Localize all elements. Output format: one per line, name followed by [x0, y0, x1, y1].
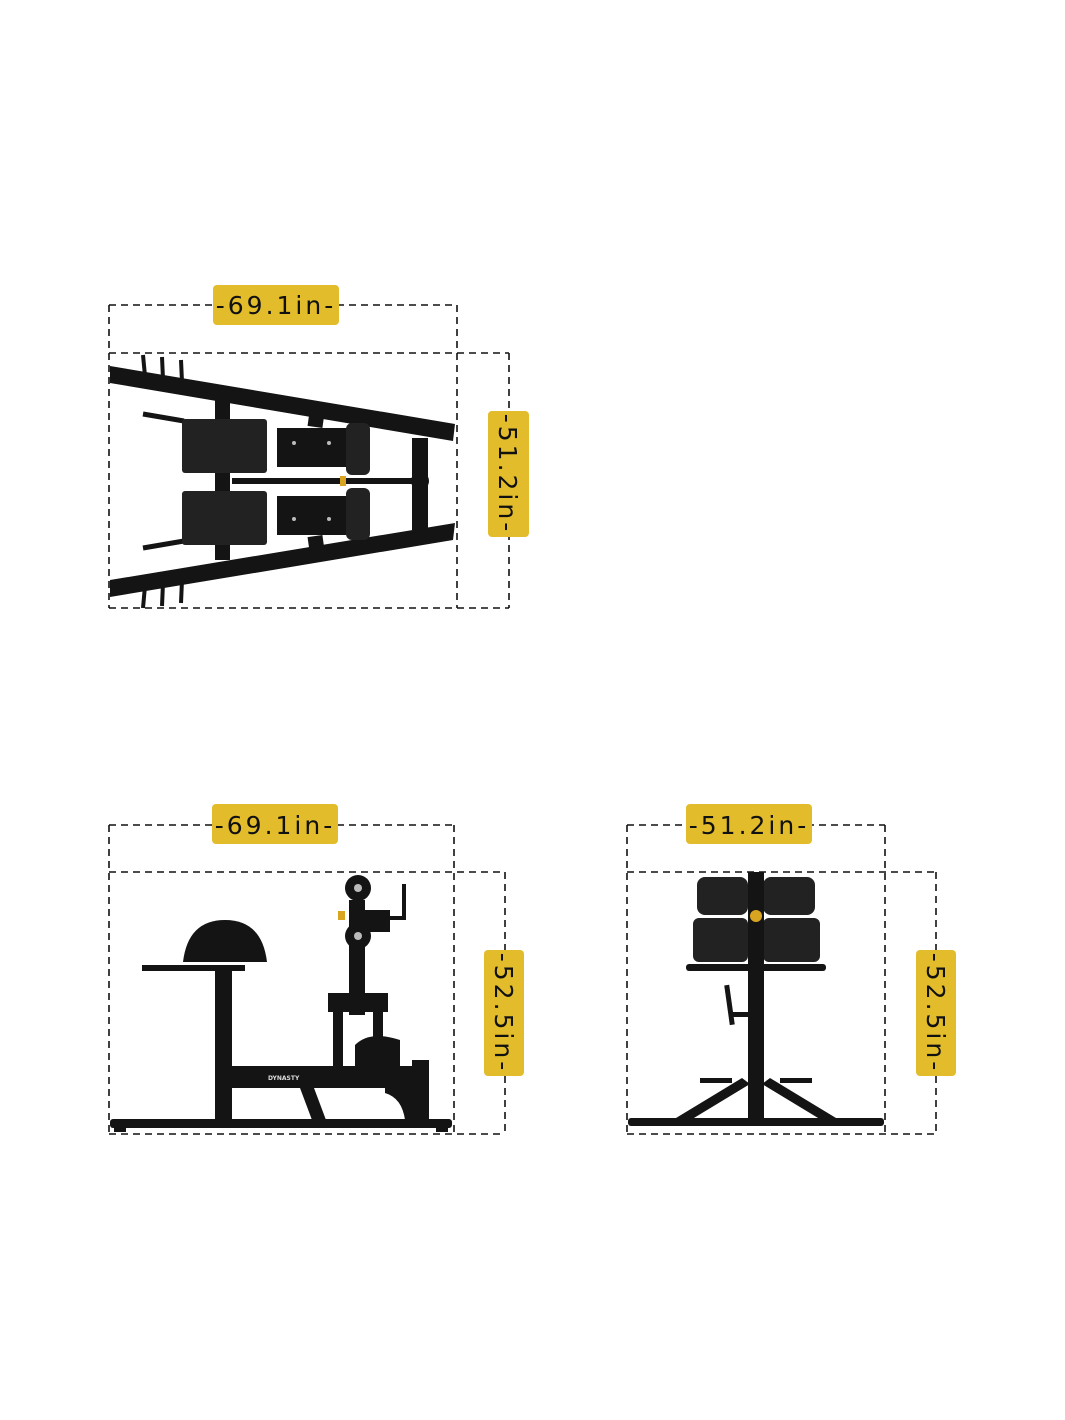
- svg-text:-51.2in-: -51.2in-: [689, 811, 810, 840]
- front-view-width-label: -51.2in-: [686, 804, 812, 844]
- side-view: DYNASTY -69.1in- -52.5in-: [108, 804, 524, 1135]
- top-view-width-label: -69.1in-: [213, 285, 339, 325]
- svg-text:-52.5in-: -52.5in-: [921, 953, 950, 1074]
- side-view-machine: DYNASTY: [110, 875, 452, 1132]
- svg-text:-52.5in-: -52.5in-: [489, 953, 518, 1074]
- svg-text:-69.1in-: -69.1in-: [215, 811, 336, 840]
- svg-text:DYNASTY: DYNASTY: [268, 1075, 300, 1082]
- top-view-depth-label: -51.2in-: [488, 411, 529, 537]
- front-view-machine: [628, 872, 884, 1126]
- top-view: -69.1in- -51.2in-: [108, 285, 529, 609]
- svg-text:-51.2in-: -51.2in-: [493, 414, 522, 535]
- svg-text:-69.1in-: -69.1in-: [216, 291, 337, 320]
- side-view-width-label: -69.1in-: [212, 804, 338, 844]
- front-view-height-label: -52.5in-: [916, 950, 956, 1076]
- top-view-machine: [110, 354, 455, 609]
- front-view: -51.2in- -52.5in-: [626, 804, 956, 1135]
- side-view-height-label: -52.5in-: [484, 950, 524, 1076]
